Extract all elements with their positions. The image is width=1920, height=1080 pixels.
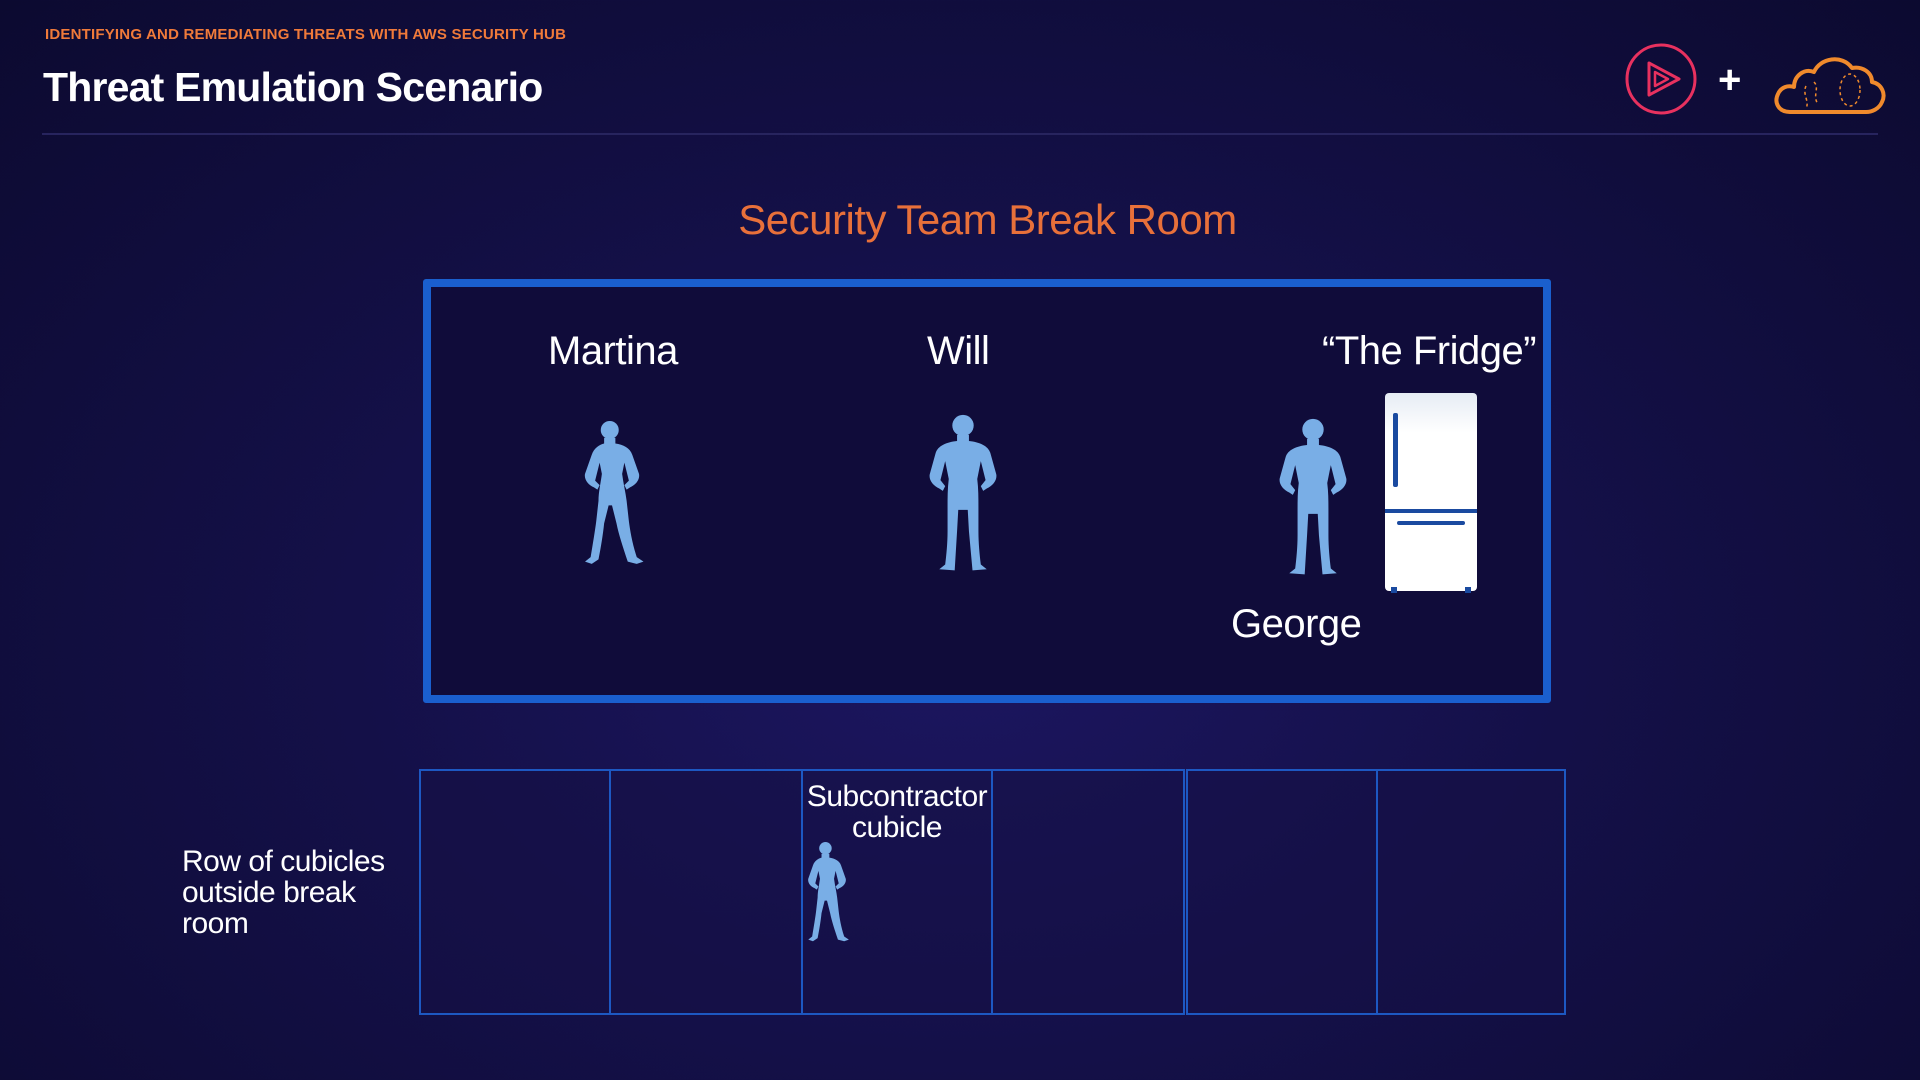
cubicle	[991, 769, 1185, 1015]
cubicle-row-label: Row of cubicles outside break room	[182, 846, 422, 939]
cubicle	[1186, 769, 1378, 1015]
slide-title: Threat Emulation Scenario	[43, 64, 542, 111]
fridge-label: “The Fridge”	[1322, 329, 1536, 374]
cubicle	[1376, 769, 1566, 1015]
play-logo-icon	[1624, 42, 1698, 116]
header-divider	[42, 133, 1878, 135]
person-name-martina: Martina	[548, 329, 678, 374]
course-kicker: IDENTIFYING AND REMEDIATING THREATS WITH…	[45, 26, 566, 43]
person-male-icon	[925, 402, 1001, 582]
plus-sign: +	[1718, 60, 1741, 100]
subcontractor-label-line1: Subcontractor	[802, 781, 992, 812]
person-female-icon	[576, 405, 648, 581]
refrigerator-icon	[1383, 391, 1479, 593]
cloud-logo-icon	[1772, 46, 1888, 120]
break-room-title: Security Team Break Room	[0, 196, 1920, 244]
cubicle	[419, 769, 611, 1015]
person-male-icon	[1275, 406, 1351, 586]
person-name-will: Will	[927, 329, 989, 374]
person-name-george: George	[1231, 602, 1361, 647]
cubicle	[609, 769, 803, 1015]
person-female-icon	[802, 830, 852, 954]
